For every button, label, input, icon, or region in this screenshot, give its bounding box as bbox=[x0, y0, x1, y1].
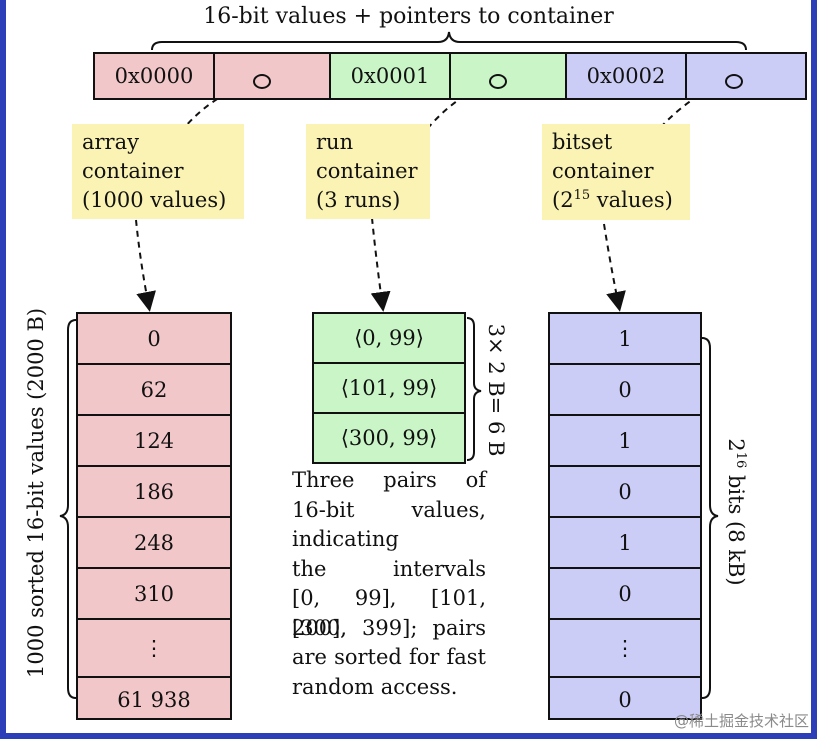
run-container-label: run container (3 runs) bbox=[306, 124, 430, 219]
array-cell-ellipsis: ⋮ bbox=[78, 620, 230, 678]
bitset-cell: 1 bbox=[550, 416, 700, 467]
bitset-container-column: 1 0 1 0 1 0 ⋮ 0 bbox=[548, 312, 702, 720]
array-label-line-1: array bbox=[82, 130, 139, 154]
arrow-bitset bbox=[603, 223, 626, 312]
run-description-line: indicating bbox=[292, 527, 399, 551]
bitset-cell: 1 bbox=[550, 518, 700, 569]
array-cell: 124 bbox=[78, 416, 230, 467]
run-description: Three pairs of 16-bit values, indicating… bbox=[292, 466, 486, 702]
run-container-column: ⟨0, 99⟩ ⟨101, 99⟩ ⟨300, 99⟩ bbox=[312, 312, 466, 464]
run-cell: ⟨300, 99⟩ bbox=[340, 426, 438, 450]
bitset-cell-ellipsis: ⋮ bbox=[550, 620, 700, 678]
bitset-brace bbox=[701, 337, 719, 699]
run-description-line: [0, 99], [101, 200], bbox=[292, 586, 486, 640]
pointer-cell-0 bbox=[215, 54, 331, 98]
run-label-line-3: (3 runs) bbox=[316, 188, 401, 212]
run-label-line-1: run bbox=[316, 130, 354, 154]
pointer-connector-run bbox=[427, 84, 485, 129]
array-container-column: 0 62 124 186 248 310 ⋮ 61 938 bbox=[76, 312, 232, 720]
array-brace-label: 1000 sorted 16-bit values (2000 B) bbox=[24, 307, 48, 678]
run-description-line: random access. bbox=[292, 674, 458, 699]
bitset-cell: 1 bbox=[550, 314, 700, 365]
array-label-line-2: container bbox=[82, 159, 184, 183]
pointer-dot-icon bbox=[253, 74, 271, 89]
run-brace-label: 3× 2 B= 6 B bbox=[484, 323, 508, 457]
diagram-title: 16-bit values + pointers to container bbox=[203, 4, 614, 29]
array-label-line-3: (1000 values) bbox=[82, 188, 227, 212]
pointer-dot-icon bbox=[725, 74, 743, 89]
run-description-line: the intervals bbox=[292, 556, 486, 581]
bitset-container-label: bitset container (215 values) bbox=[542, 124, 690, 220]
pointer-connector-array bbox=[183, 83, 248, 129]
bitset-label-line-3: (215 values) bbox=[552, 188, 673, 212]
array-brace bbox=[59, 319, 77, 699]
run-cell: ⟨101, 99⟩ bbox=[314, 364, 464, 414]
bitset-cell: 0 bbox=[550, 365, 700, 416]
run-cell: ⟨0, 99⟩ bbox=[314, 314, 464, 364]
pointer-dot-icon bbox=[489, 74, 507, 89]
right-frame-border bbox=[811, 0, 817, 739]
array-cell: 248 bbox=[78, 518, 230, 569]
key-label-1: 0x0001 bbox=[350, 64, 430, 88]
array-cell: 61 938 bbox=[117, 688, 191, 712]
key-cell-2: 0x0002 bbox=[567, 54, 687, 98]
key-cell-1: 0x0001 bbox=[331, 54, 451, 98]
bitset-cell: 0 bbox=[550, 467, 700, 518]
array-cell: 310 bbox=[78, 569, 230, 620]
pointer-cell-1 bbox=[451, 54, 567, 98]
run-brace bbox=[466, 317, 482, 461]
key-label-0: 0x0000 bbox=[114, 64, 194, 88]
pointer-connector-bitset bbox=[659, 84, 719, 129]
pointer-cell-2 bbox=[687, 54, 805, 98]
top-brace bbox=[151, 31, 747, 51]
key-label-2: 0x0002 bbox=[586, 64, 666, 88]
bitset-cell: 0 bbox=[550, 569, 700, 620]
run-description-line: [300, 399]; pairs bbox=[292, 615, 486, 640]
run-description-line: are sorted for fast bbox=[292, 645, 486, 669]
pointer-row: 0x0000 0x0001 0x0002 bbox=[93, 52, 807, 100]
watermark: @稀土掘金技术社区 bbox=[673, 712, 809, 730]
bitset-brace-label: 216 bits (8 kB) bbox=[724, 438, 748, 586]
arrow-array bbox=[135, 219, 156, 312]
array-cell: 62 bbox=[78, 365, 230, 416]
run-description-line: 16-bit values, bbox=[292, 497, 486, 522]
bitset-label-line-2: container bbox=[552, 159, 654, 183]
key-cell-0: 0x0000 bbox=[95, 54, 215, 98]
run-description-line: Three pairs of bbox=[292, 468, 486, 492]
bitset-label-line-1: bitset bbox=[552, 130, 613, 154]
left-frame-border bbox=[0, 0, 6, 739]
arrow-run bbox=[370, 217, 391, 312]
array-cell: 0 bbox=[78, 314, 230, 365]
bitset-cell: 0 bbox=[618, 688, 632, 712]
bottom-frame-border bbox=[0, 733, 817, 739]
array-container-label: array container (1000 values) bbox=[72, 124, 244, 219]
array-cell: 186 bbox=[78, 467, 230, 518]
run-label-line-2: container bbox=[316, 159, 418, 183]
